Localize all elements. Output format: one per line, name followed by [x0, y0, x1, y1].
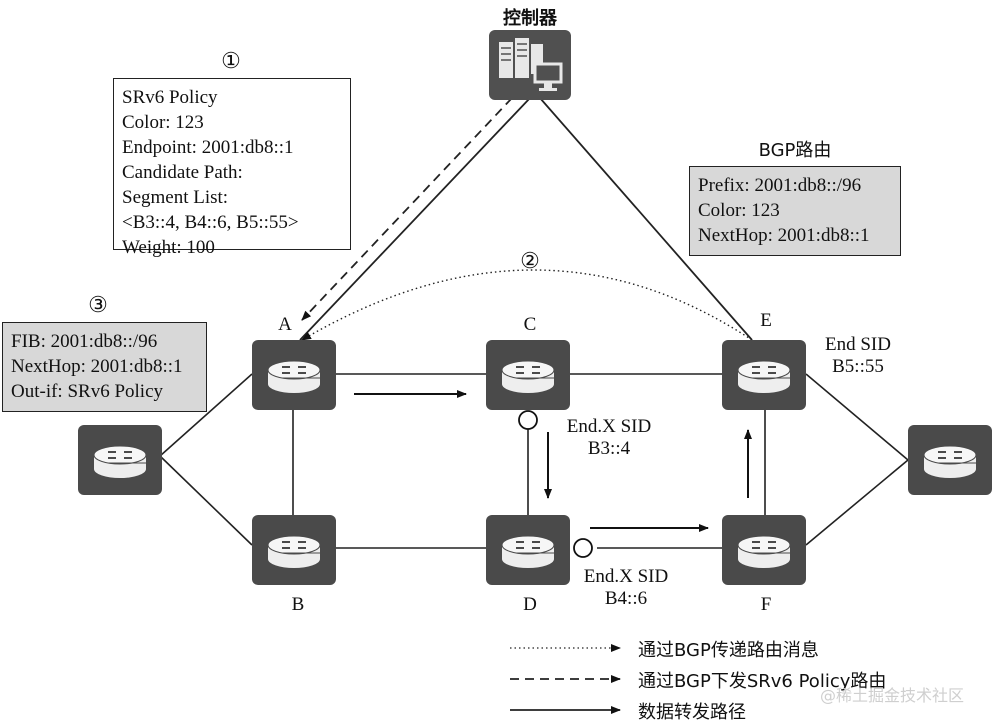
bgp-advert-arc: [301, 269, 753, 341]
endx-sid-circle-c: [518, 410, 538, 430]
bgp-route-line: Prefix: 2001:db8::/96: [698, 175, 862, 196]
policy-line: Candidate Path:: [122, 162, 243, 183]
policy-line: Endpoint: 2001:db8::1: [122, 137, 294, 158]
link-left-a: [159, 373, 253, 457]
fib-line: Out-if: SRv6 Policy: [11, 381, 164, 402]
bgp-route-line: NextHop: 2001:db8::1: [698, 225, 870, 246]
d-endx-sid-label: End.X SID B4::6: [583, 566, 669, 609]
link-f-right: [805, 459, 909, 546]
node-label-e: E: [760, 310, 772, 331]
router-e: [722, 340, 806, 410]
router-b: [252, 515, 336, 585]
step-marker-3: ③: [88, 292, 108, 317]
node-label-b: B: [291, 594, 305, 615]
controller-dashed-to-a: [301, 97, 513, 321]
router-f: [722, 515, 806, 585]
legend-dashed-label: 通过BGP下发SRv6 Policy路由: [638, 671, 887, 692]
link-left-b: [159, 455, 253, 546]
endx-sid-circle-d: [573, 538, 593, 558]
policy-line: Weight: 100: [122, 237, 215, 258]
policy-line: <B3::4, B4::6, B5::55>: [122, 212, 299, 233]
controller-server-icon: [489, 30, 571, 100]
node-label-f: F: [760, 594, 772, 615]
link-e-right: [805, 373, 909, 461]
legend-dotted-label: 通过BGP传递路由消息: [638, 640, 819, 661]
fib-line: NextHop: 2001:db8::1: [11, 356, 183, 377]
legend-solid-label: 数据转发路径: [638, 702, 746, 722]
router-c: [486, 340, 570, 410]
controller-to-e: [539, 97, 753, 341]
step-marker-2: ②: [520, 248, 540, 273]
bgp-route-box: Prefix: 2001:db8::/96 Color: 123 NextHop…: [689, 166, 901, 256]
node-label-a: A: [278, 314, 292, 335]
node-label-d: D: [523, 594, 537, 615]
policy-line: Segment List:: [122, 187, 229, 208]
controller-title: 控制器: [503, 8, 557, 29]
controller-solid-to-a: [299, 97, 531, 341]
router-edge-left: [78, 425, 162, 495]
c-endx-sid-label: End.X SID B3::4: [566, 416, 652, 459]
watermark: @稀土掘金技术社区: [820, 686, 965, 705]
router-a: [252, 340, 336, 410]
step-marker-1: ①: [221, 48, 241, 73]
policy-line: SRv6 Policy: [122, 87, 218, 108]
fib-line: FIB: 2001:db8::/96: [11, 331, 158, 352]
router-d: [486, 515, 570, 585]
e-end-sid-label: End SID B5::55: [825, 334, 891, 377]
node-label-c: C: [523, 314, 537, 335]
fib-box: FIB: 2001:db8::/96 NextHop: 2001:db8::1 …: [2, 322, 207, 412]
policy-line: Color: 123: [122, 112, 204, 133]
srv6-policy-box: SRv6 Policy Color: 123 Endpoint: 2001:db…: [113, 78, 351, 258]
router-edge-right: [908, 425, 992, 495]
bgp-route-line: Color: 123: [698, 200, 780, 221]
bgp-route-title: BGP路由: [758, 140, 832, 161]
